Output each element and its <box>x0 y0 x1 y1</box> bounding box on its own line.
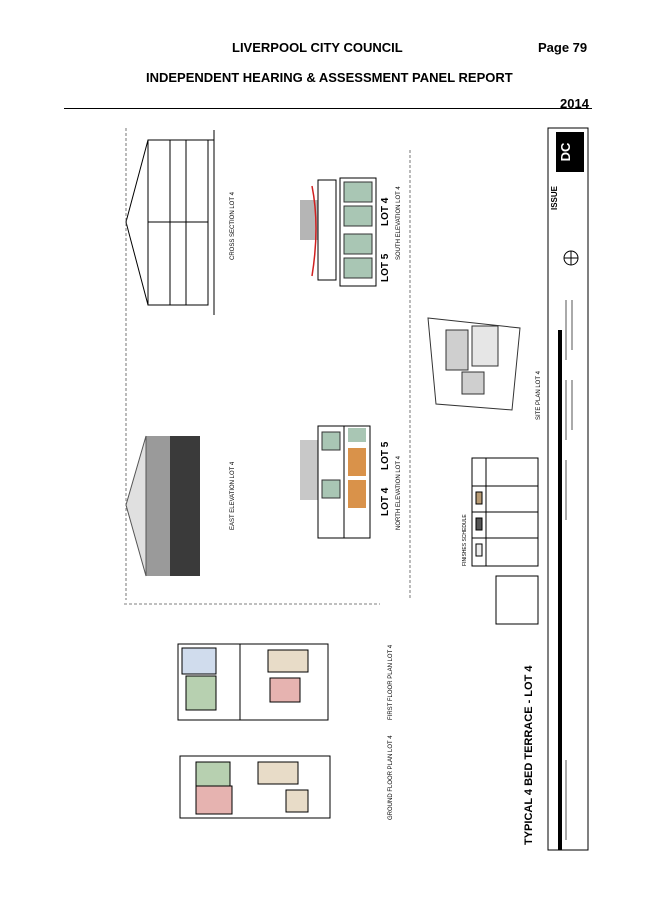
ground-floor-label: GROUND FLOOR PLAN LOT 4 <box>388 735 394 820</box>
site-plan-label: SITE PLAN LOT 4 <box>536 370 542 420</box>
east-elevation-lot4 <box>125 435 200 577</box>
south-elevation-lot4 <box>300 177 377 287</box>
report-title: INDEPENDENT HEARING & ASSESSMENT PANEL R… <box>146 70 513 85</box>
logo-box <box>556 132 584 172</box>
first-floor-plan-lot4 <box>177 643 329 721</box>
area-table <box>495 575 539 625</box>
dimension-lines <box>124 128 411 605</box>
east-elevation-label: EAST ELEVATION LOT 4 <box>230 461 236 530</box>
cross-section-label: CROSS SECTION LOT 4 <box>230 191 236 260</box>
lot4-label-south: LOT 4 <box>380 197 391 226</box>
issue-label: ISSUE <box>550 185 559 210</box>
cross-section-lot4 <box>125 130 215 315</box>
title-block-bar <box>558 330 562 850</box>
lot5-label-north: LOT 5 <box>380 441 391 470</box>
title-block-text-lines <box>565 300 573 840</box>
south-elevation-label: SOUTH ELEVATION LOT 4 <box>396 186 402 260</box>
report-year: 2014 <box>560 96 589 111</box>
lot5-label-south: LOT 5 <box>380 253 391 282</box>
site-plan-lot4 <box>427 317 521 411</box>
north-elevation-lot4 <box>300 425 371 539</box>
ground-floor-plan-lot4 <box>179 755 331 819</box>
lot4-label-north: LOT 4 <box>380 487 391 516</box>
council-name: LIVERPOOL CITY COUNCIL <box>232 40 403 55</box>
header-rule <box>64 108 592 109</box>
title-block <box>547 127 589 851</box>
north-elevation-label: NORTH ELEVATION LOT 4 <box>396 455 402 530</box>
logo-text: DC <box>558 142 573 161</box>
first-floor-label: FIRST FLOOR PLAN LOT 4 <box>388 644 394 720</box>
sheet-title: TYPICAL 4 BED TERRACE - LOT 4 <box>523 665 535 845</box>
finishes-label: FINISHES SCHEDULE <box>462 514 468 566</box>
finishes-schedule <box>471 457 539 567</box>
page-number: Page 79 <box>538 40 588 55</box>
